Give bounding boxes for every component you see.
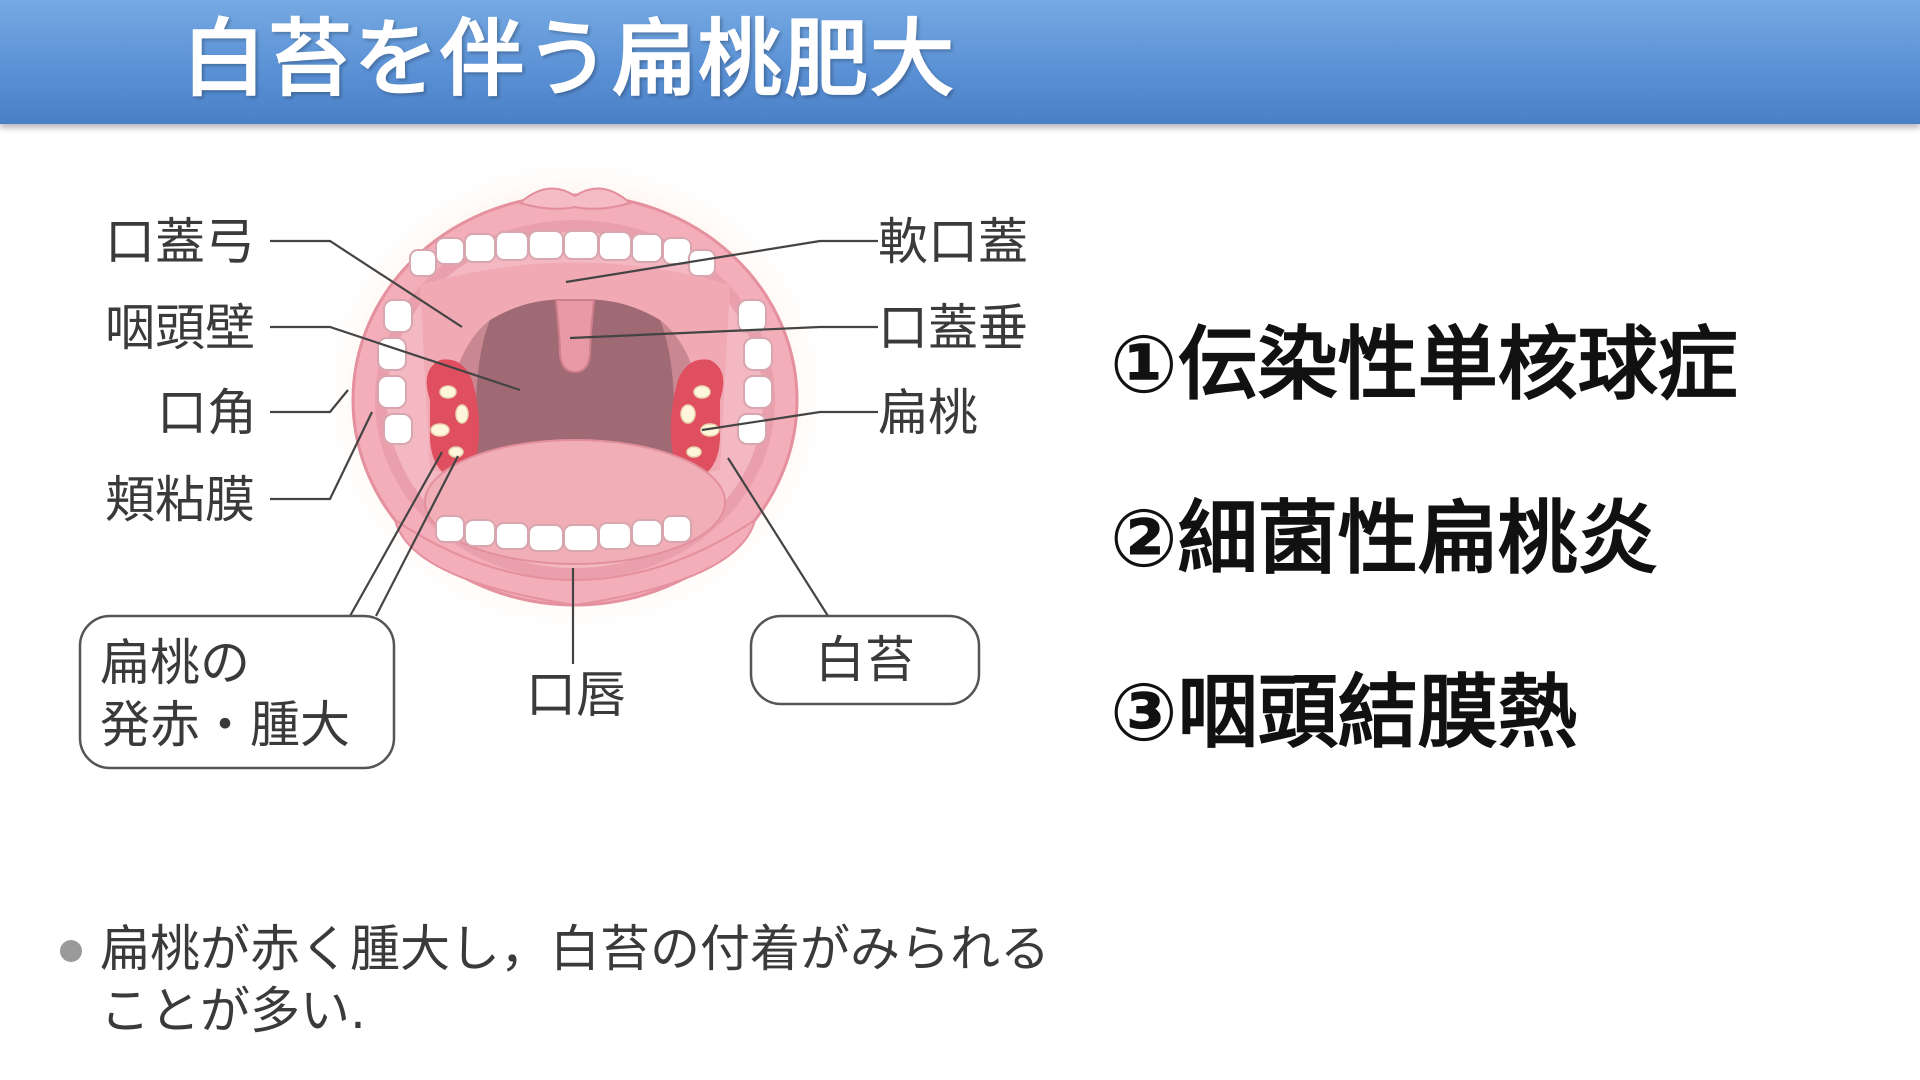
oral-cavity-diagram: 口蓋弓 咽頭壁 口角 頬粘膜 軟口蓋 口蓋垂 扁桃 口唇 扁桃の 発赤・腫大 白… xyxy=(78,150,1028,770)
label-mouth-corner: 口角 xyxy=(157,384,257,442)
left-tonsil xyxy=(426,359,480,479)
right-tonsil xyxy=(670,359,724,479)
label-palatal-arch: 口蓋弓 xyxy=(105,213,255,271)
label-pharyngeal-wall: 咽頭壁 xyxy=(105,299,255,357)
callout-redness-line1: 扁桃の xyxy=(100,634,250,692)
cause-number: ③ xyxy=(1110,666,1178,759)
white-patches xyxy=(430,385,720,458)
callout-box-redness xyxy=(78,614,396,770)
caption-line-1: 扁桃が赤く腫大し，白苔の付着がみられる xyxy=(100,920,1050,978)
cause-number: ② xyxy=(1110,492,1178,585)
molars xyxy=(377,299,773,445)
cause-item-1: ①伝染性単核球症 xyxy=(1110,315,1738,489)
cause-name: 伝染性単核球症 xyxy=(1177,318,1738,411)
upper-teeth xyxy=(409,230,716,277)
cause-list: ①伝染性単核球症 ②細菌性扁桃炎 ③咽頭結膜熱 xyxy=(1110,315,1738,837)
cause-item-3: ③咽頭結膜熱 xyxy=(1110,663,1738,837)
label-soft-palate: 軟口蓋 xyxy=(878,213,1028,271)
cause-name: 咽頭結膜熱 xyxy=(1177,666,1578,759)
cause-item-2: ②細菌性扁桃炎 xyxy=(1110,489,1738,663)
lower-teeth xyxy=(435,515,692,552)
cause-name: 細菌性扁桃炎 xyxy=(1177,492,1658,585)
label-buccal-mucosa: 頬粘膜 xyxy=(105,471,255,529)
label-tonsil: 扁桃 xyxy=(878,384,978,442)
caption-text: 扁桃が赤く腫大し，白苔の付着がみられる ことが多い. xyxy=(100,918,1120,1042)
caption-line-2: ことが多い. xyxy=(100,982,366,1040)
bullet-icon xyxy=(60,940,82,962)
callout-redness-line2: 発赤・腫大 xyxy=(100,696,350,754)
pharynx-cavity xyxy=(446,299,704,470)
lower-lip xyxy=(393,517,757,607)
page-title: 白苔を伴う扁桃肥大 xyxy=(182,10,957,108)
label-uvula: 口蓋垂 xyxy=(878,299,1028,357)
upper-lip-notch xyxy=(517,187,633,210)
callout-white-coating: 白苔 xyxy=(815,631,915,689)
label-lip: 口唇 xyxy=(526,666,626,724)
title-bar: 白苔を伴う扁桃肥大 xyxy=(0,0,1920,124)
leader-lines xyxy=(270,239,878,664)
uvula xyxy=(554,299,596,374)
cause-number: ① xyxy=(1110,318,1178,411)
callout-box-white-coating xyxy=(749,614,981,706)
